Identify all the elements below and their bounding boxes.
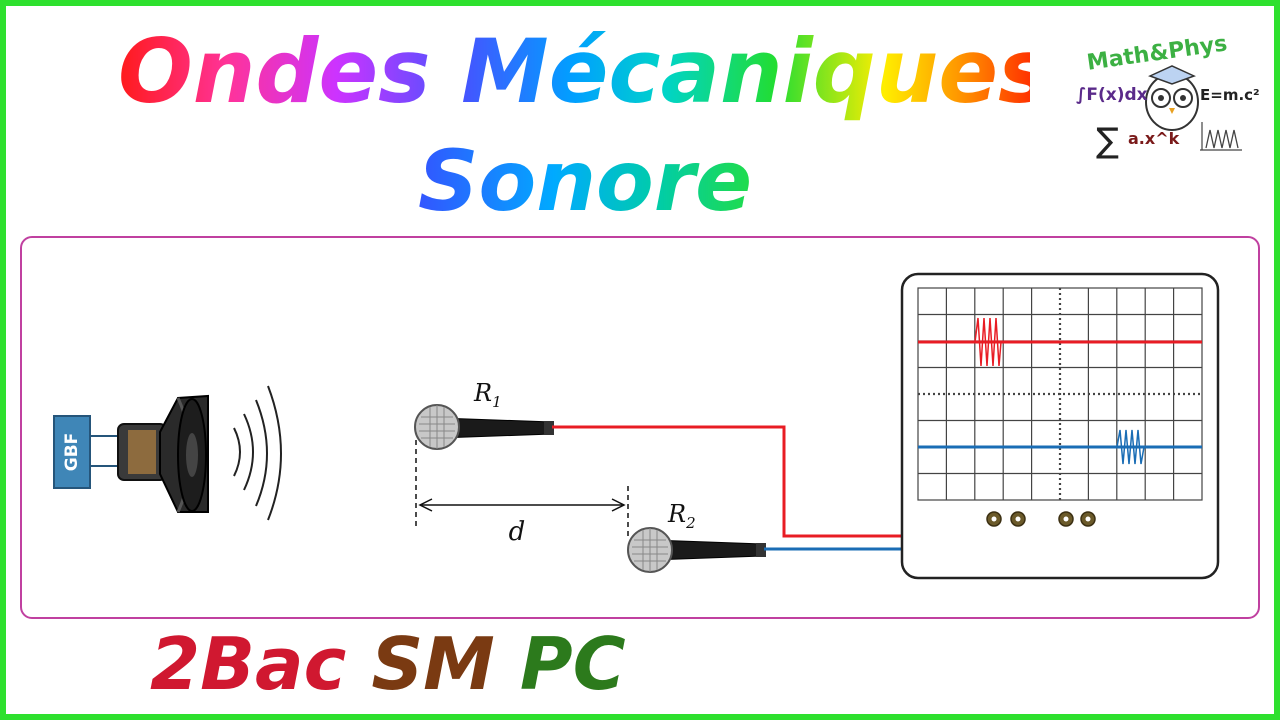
distance-marker <box>415 440 629 540</box>
level-2bac: 2Bac <box>150 622 347 706</box>
sound-waves-icon <box>233 385 282 521</box>
owl-icon <box>1145 65 1199 131</box>
diagram-panel <box>20 236 1260 619</box>
mic2-label: R2 <box>667 500 696 532</box>
signal-icon <box>1200 122 1242 151</box>
distance-label: d <box>509 517 526 547</box>
mic1-label: R1 <box>473 379 502 411</box>
title-text-1: Ondes Mécaniques <box>118 20 1051 123</box>
burst-channel-2 <box>1116 429 1145 465</box>
microphone-r2 <box>627 527 766 573</box>
oscilloscope <box>900 272 1220 580</box>
generator-label: GBF <box>62 433 82 472</box>
generator-gbf: GBF <box>53 415 91 489</box>
level-pc: PC <box>519 622 626 706</box>
logo-integral: ∫F(x)dx <box>1076 85 1148 105</box>
logo-sum: a.x^k <box>1128 129 1180 148</box>
microphone-r1 <box>414 404 554 450</box>
level-label: 2Bac SM PC <box>150 622 626 706</box>
math-phys-logo: Math&Phys ∫F(x)dx E=m.c² ∑ a.x^k <box>1076 31 1260 161</box>
logo-energy: E=m.c² <box>1200 86 1260 104</box>
logo-sum-symbol: ∑ <box>1096 121 1119 161</box>
title-text-2: Sonore <box>418 132 758 230</box>
burst-channel-1 <box>974 317 1002 367</box>
speaker-icon <box>117 394 209 513</box>
level-sm: SM <box>371 622 495 706</box>
